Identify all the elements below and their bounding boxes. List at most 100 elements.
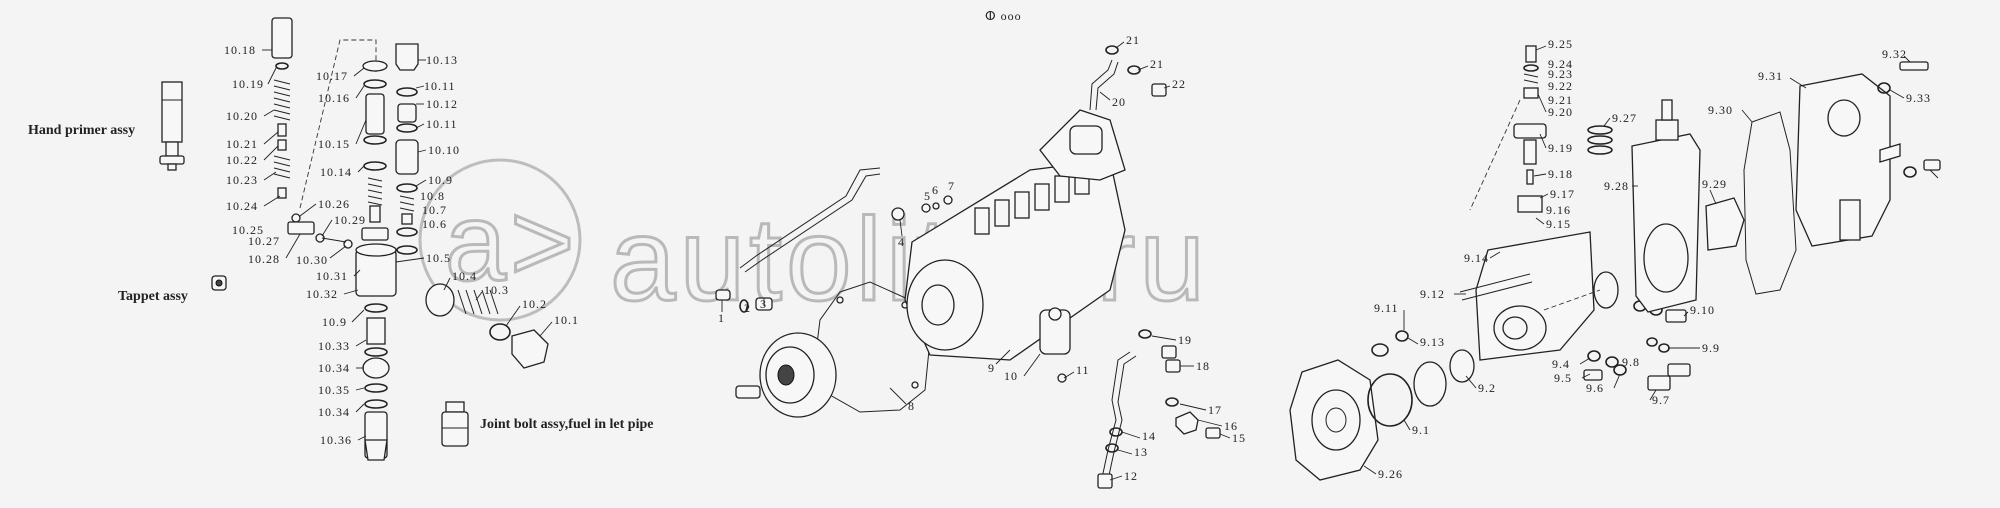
callout-joint-bolt: Joint bolt assy,fuel in let pipe — [480, 417, 653, 432]
label-10-24: 10.24 — [226, 199, 258, 213]
label-15: 15 — [1232, 431, 1246, 445]
label-22: 22 — [1172, 77, 1186, 91]
label-13: 13 — [1134, 445, 1148, 459]
label-9-24: 9.24 — [1548, 57, 1573, 71]
label-9-10: 9.10 — [1690, 303, 1715, 317]
label-10-27: 10.27 — [248, 234, 280, 248]
label-9-14: 9.14 — [1464, 251, 1489, 265]
label-9-1: 9.26 — [1378, 467, 1403, 481]
injection-pump-main — [715, 45, 1221, 489]
label-9-7: 9.7 — [1652, 393, 1670, 407]
label-10-28: 10.28 — [248, 252, 280, 266]
label-10-25: 10.25 — [232, 223, 264, 237]
label-21b: 21 — [1150, 57, 1164, 71]
label-9-17: 9.17 — [1550, 187, 1575, 201]
label-17: 17 — [1208, 403, 1222, 417]
label-9-4: 9.4 — [1552, 357, 1570, 371]
label-10-1: 10.1 — [554, 313, 579, 327]
label-7: 7 — [948, 179, 955, 193]
label-9-20: 9.20 — [1548, 105, 1573, 119]
label-10-4: 10.4 — [452, 269, 477, 283]
label-10-34b: 10.34 — [318, 405, 350, 419]
label-9-31: 9.32 — [1882, 47, 1907, 61]
watermark-logo: a> — [418, 158, 582, 322]
label-9-30: 9.31 — [1758, 69, 1783, 83]
label-10-6: 10.6 — [422, 217, 447, 231]
label-10-10: 10.10 — [428, 143, 460, 157]
label-9-18: 9.18 — [1548, 167, 1573, 181]
label-10-31: 10.31 — [316, 269, 348, 283]
label-10-20: 10.20 — [226, 109, 258, 123]
label-10-36: 10.36 — [320, 433, 352, 447]
spring-and-cap — [425, 283, 549, 369]
label-10-11a: 10.11 — [424, 79, 456, 93]
label-10-34a: 10.34 — [318, 361, 350, 375]
label-9-6: 9.6 — [1586, 381, 1604, 395]
label-9-27: 9.28 — [1604, 179, 1629, 193]
label-10-17: 10.17 — [316, 69, 348, 83]
label-9-3: 9.2 — [1478, 381, 1496, 395]
label-10-26: 10.26 — [318, 197, 350, 211]
label-8: 8 — [908, 399, 915, 413]
label-10-5: 10.5 — [426, 251, 451, 265]
label-9-25: 9.25 — [1548, 37, 1573, 51]
label-10-33: 10.33 — [318, 339, 350, 353]
label-9: 9 — [988, 361, 995, 375]
label-3: 3 — [760, 297, 767, 311]
header-mark: ⵀ ooo — [985, 9, 1022, 23]
primer-pump-parts — [271, 17, 377, 249]
label-10-16: 10.16 — [318, 91, 350, 105]
label-21a: 21 — [1126, 33, 1140, 47]
label-9-5: 9.5 — [1554, 371, 1572, 385]
label-18: 18 — [1196, 359, 1210, 373]
hand-primer-assy — [159, 81, 185, 171]
label-10-9b: 10.9 — [322, 315, 347, 329]
label-4: 4 — [898, 235, 905, 249]
label-9-16: 9.16 — [1546, 203, 1571, 217]
label-10-7: 10.7 — [422, 203, 447, 217]
label-10-35: 10.35 — [318, 383, 350, 397]
label-10-21: 10.21 — [226, 137, 258, 151]
label-9-21: 9.21 — [1548, 93, 1573, 107]
callout-hand-primer: Hand primer assy — [28, 123, 135, 138]
governor-housing-group — [1289, 45, 1941, 481]
label-9-26: 9.27 — [1612, 111, 1637, 125]
label-12: 12 — [1124, 469, 1138, 483]
tappet-assy — [211, 275, 227, 291]
part-labels: 10.18 10.19 10.20 10.21 10.22 10.23 10.2… — [224, 33, 1939, 483]
label-10-14: 10.14 — [320, 165, 352, 179]
label-9-13: 9.13 — [1420, 335, 1445, 349]
label-10-13: 10.13 — [426, 53, 458, 67]
joint-bolt-assy — [441, 401, 469, 447]
label-10-11b: 10.11 — [426, 117, 458, 131]
label-10-32: 10.32 — [306, 287, 338, 301]
label-9-29: 9.30 — [1708, 103, 1733, 117]
delivery-valve-column — [355, 60, 397, 461]
label-16: 16 — [1224, 419, 1238, 433]
label-10-19: 10.19 — [232, 77, 264, 91]
label-9-32: 9.33 — [1906, 91, 1931, 105]
label-2: 2 — [744, 301, 751, 315]
label-6: 6 — [932, 183, 939, 197]
label-10-18: 10.18 — [224, 43, 256, 57]
label-14: 14 — [1142, 429, 1156, 443]
label-19: 19 — [1178, 333, 1192, 347]
label-10-23: 10.23 — [226, 173, 258, 187]
label-10-3: 10.3 — [484, 283, 509, 297]
label-9-19: 9.19 — [1548, 141, 1573, 155]
label-10: 10 — [1004, 369, 1018, 383]
label-9-9: 9.9 — [1702, 341, 1720, 355]
label-5: 5 — [924, 189, 931, 203]
label-9-8: 9.8 — [1622, 355, 1640, 369]
label-10-15: 10.15 — [318, 137, 350, 151]
label-9-2: 9.1 — [1412, 423, 1430, 437]
label-9-28: 9.29 — [1702, 177, 1727, 191]
label-10-30: 10.30 — [296, 253, 328, 267]
label-20: 20 — [1112, 95, 1126, 109]
label-10-12: 10.12 — [426, 97, 458, 111]
label-10-8: 10.8 — [420, 189, 445, 203]
label-1: 1 — [718, 311, 725, 325]
label-9-23: 9.23 — [1548, 67, 1573, 81]
label-9-12: 9.12 — [1420, 287, 1445, 301]
